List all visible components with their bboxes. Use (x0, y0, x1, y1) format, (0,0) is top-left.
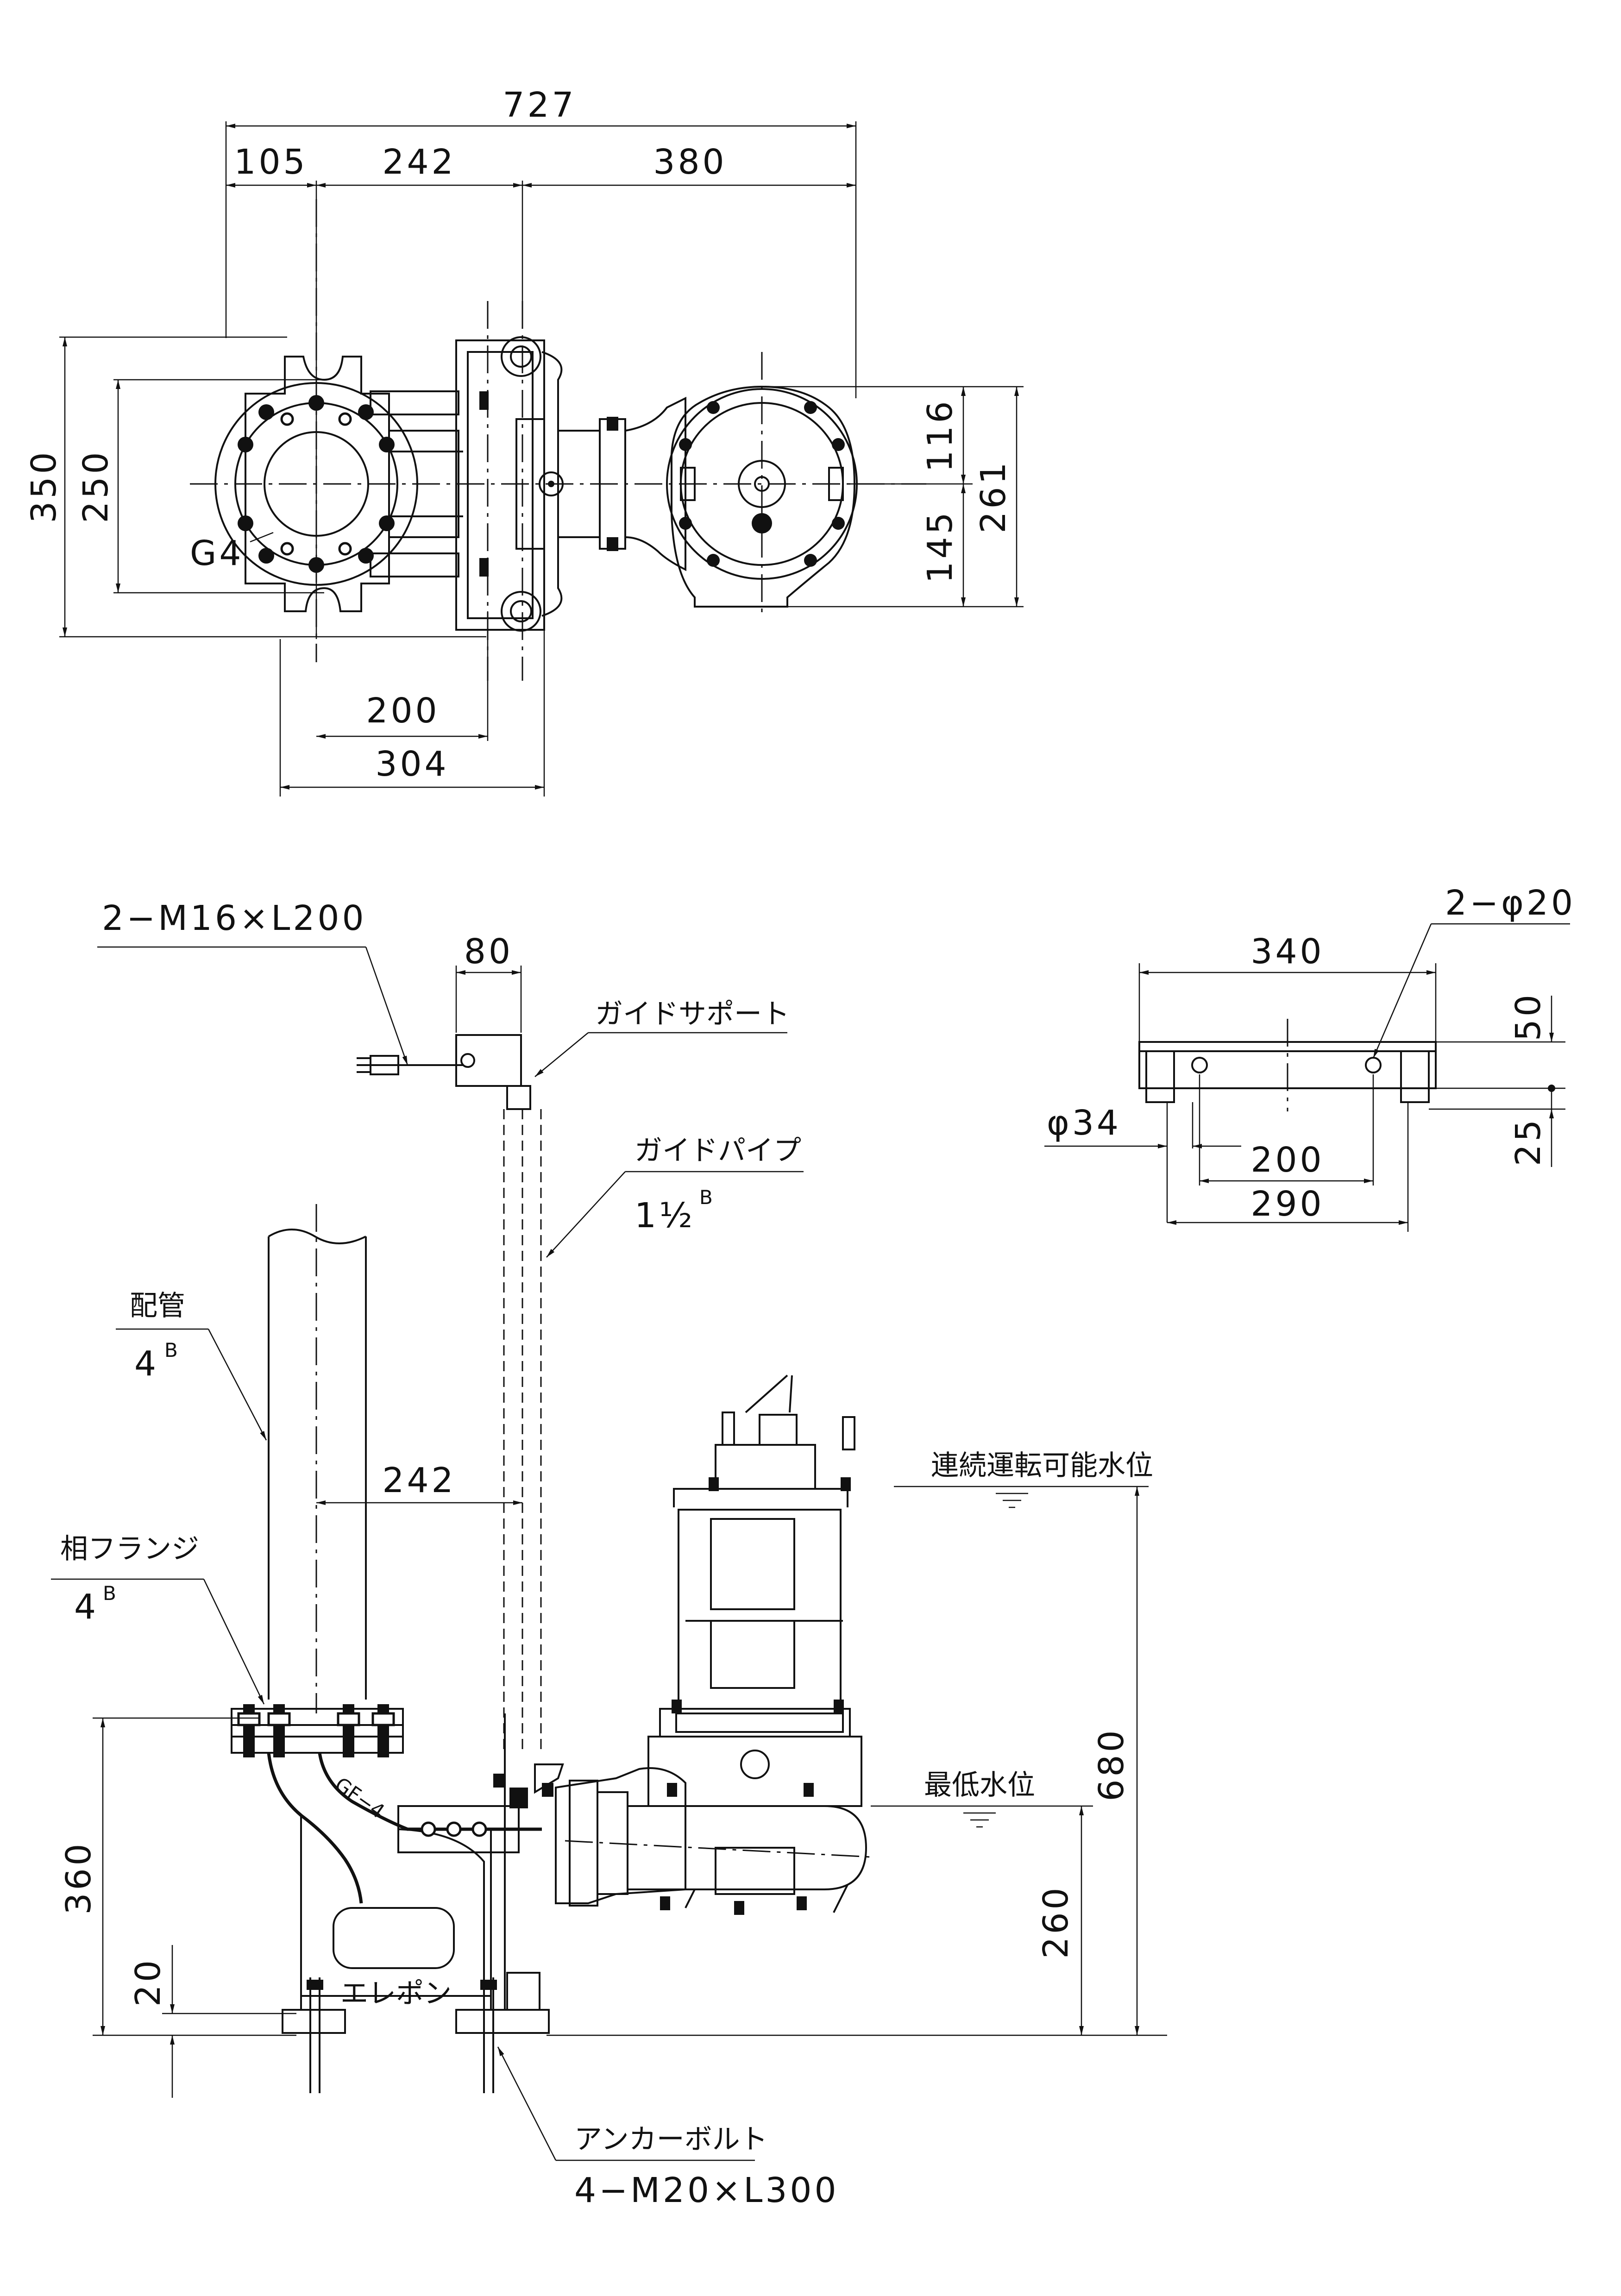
dim-left-vertical: 350 250 (24, 336, 486, 638)
dim-holes-200-text: 200 (1250, 1140, 1324, 1180)
plan-view: 727 105 242 380 350 250 (24, 85, 1024, 797)
submersible-pump (555, 1374, 871, 1915)
dim-350-text: 350 (24, 449, 64, 523)
dim-overall-727: 727 (225, 85, 857, 398)
elbow-base: GF−4 エレポン (267, 1713, 564, 2034)
guide-support-label: ガイドサポート (595, 998, 790, 1030)
dim-105-text: 105 (234, 142, 308, 182)
dim-680-text: 680 (1092, 1727, 1131, 1801)
support-detail: 2−φ20 340 50 25 φ34 2 (1044, 883, 1576, 1232)
dim-116-text: 116 (920, 398, 960, 472)
base-code-text: GF−4 (331, 1773, 389, 1823)
piping-size: 4 (134, 1344, 159, 1384)
support-bar (1138, 1019, 1437, 1111)
piping-size-sup: B (164, 1339, 178, 1361)
hole-label: 2−φ20 (1445, 883, 1576, 923)
flange-label-g4: G4 (190, 533, 244, 573)
anchor-bolts: アンカーボルト 4−M20×L300 (307, 1977, 839, 2210)
pump-connection (557, 396, 686, 571)
logo-text: エレポン (340, 1977, 452, 2010)
guide-pipe-size: 1½ (635, 1196, 695, 1236)
mating-flange: 相フランジ 4 B (51, 1533, 404, 1757)
continuous-level-label: 連続運転可能水位 (931, 1449, 1153, 1482)
guide-pipe: ガイドパイプ 1½ B (503, 1109, 804, 1750)
dim-380-text: 380 (653, 142, 727, 182)
flange-plate: G4 (190, 356, 418, 612)
dim-242-text: 242 (382, 142, 456, 182)
guide-support: ガイドサポート (357, 998, 790, 1110)
dim-250-text: 250 (76, 449, 116, 523)
dim-304-text: 304 (375, 744, 449, 784)
dim-bottom: 200 304 (279, 611, 545, 797)
pipe-dia-text: φ34 (1047, 1103, 1121, 1143)
minimum-water-level: 最低水位 (871, 1769, 1093, 1828)
dim-260-text: 260 (1036, 1885, 1076, 1958)
dim-290-text: 290 (1250, 1184, 1324, 1224)
anchor-label: アンカーボルト (574, 2123, 768, 2156)
dim-340-text: 340 (1250, 932, 1324, 972)
min-level-label: 最低水位 (924, 1769, 1035, 1801)
dim-200-text: 200 (366, 691, 440, 731)
elbow-body (370, 301, 564, 681)
bolt-label: 2−M16×L200 (102, 898, 367, 938)
motor-top-view (666, 352, 858, 616)
mating-flange-size: 4 (74, 1587, 99, 1627)
dim-row-105-242-380: 105 242 380 (226, 142, 856, 639)
dim-25-text: 25 (1508, 1117, 1548, 1166)
dim-261-text: 261 (974, 459, 1013, 533)
discharge-pipe: 配管 4 B (116, 1204, 367, 1713)
anchor-spec: 4−M20×L300 (574, 2171, 839, 2210)
piping-label: 配管 (130, 1290, 185, 1322)
continuous-water-level: 連続運転可能水位 (894, 1449, 1153, 1508)
dim-145-text: 145 (920, 509, 960, 583)
dim-80-text: 80 (464, 932, 513, 972)
guide-pipe-size-sup: B (699, 1186, 713, 1209)
side-view: 2−M16×L200 80 ガイドサポート ガイドパイプ 1½ (51, 898, 1167, 2210)
guide-pipe-label: ガイドパイプ (635, 1135, 801, 1167)
dim-20-text: 20 (128, 1957, 168, 2007)
dim-right-vertical: 116 145 261 (760, 386, 1024, 608)
mating-flange-size-sup: B (103, 1582, 116, 1605)
mating-flange-label: 相フランジ (60, 1533, 199, 1565)
dim-242-side-text: 242 (382, 1461, 456, 1500)
dim-360-text: 360 (59, 1841, 99, 1914)
dim-50-text: 50 (1508, 992, 1548, 1041)
dim-727-text: 727 (503, 85, 576, 125)
